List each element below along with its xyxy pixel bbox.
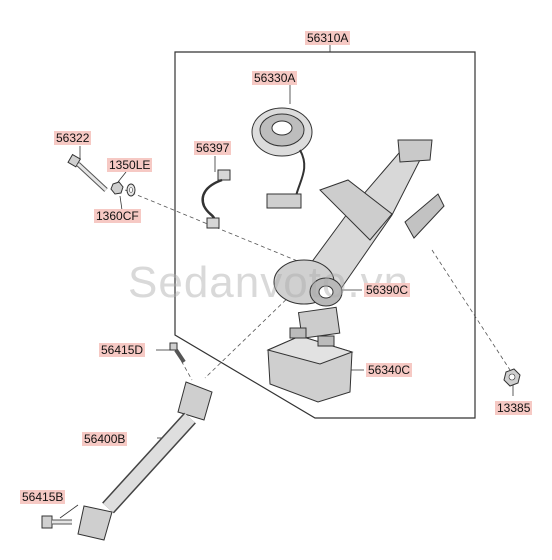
control-module-56340C [266,327,354,403]
steering-column-56390C [273,139,445,339]
intermediate-shaft-56400B [77,381,213,541]
label-56340C: 56340C [366,363,413,377]
wire-harness-56397 [201,169,231,229]
label-13385: 13385 [495,401,533,415]
label-56400B: 56400B [82,432,128,446]
assembly-outline [174,51,476,419]
label-56415B: 56415B [20,490,66,504]
label-56397: 56397 [194,141,232,155]
label-1350LE: 1350LE [107,158,153,172]
label-56330A: 56330A [252,71,298,85]
washer-1360CF [126,183,136,197]
clock-spring-56330A [251,107,313,209]
label-56390C: 56390C [364,283,411,297]
nut-1350LE [110,181,124,195]
bolt-56415B [41,515,72,529]
watermark: Sedanvoto.vn [128,258,410,307]
bolt-56322 [67,153,108,192]
bolt-56415D [169,342,186,364]
label-56310A: 56310A [305,31,351,45]
label-1360CF: 1360CF [94,209,141,223]
label-56415D: 56415D [99,343,146,357]
label-56322: 56322 [54,131,92,145]
nut-13385 [503,368,521,387]
